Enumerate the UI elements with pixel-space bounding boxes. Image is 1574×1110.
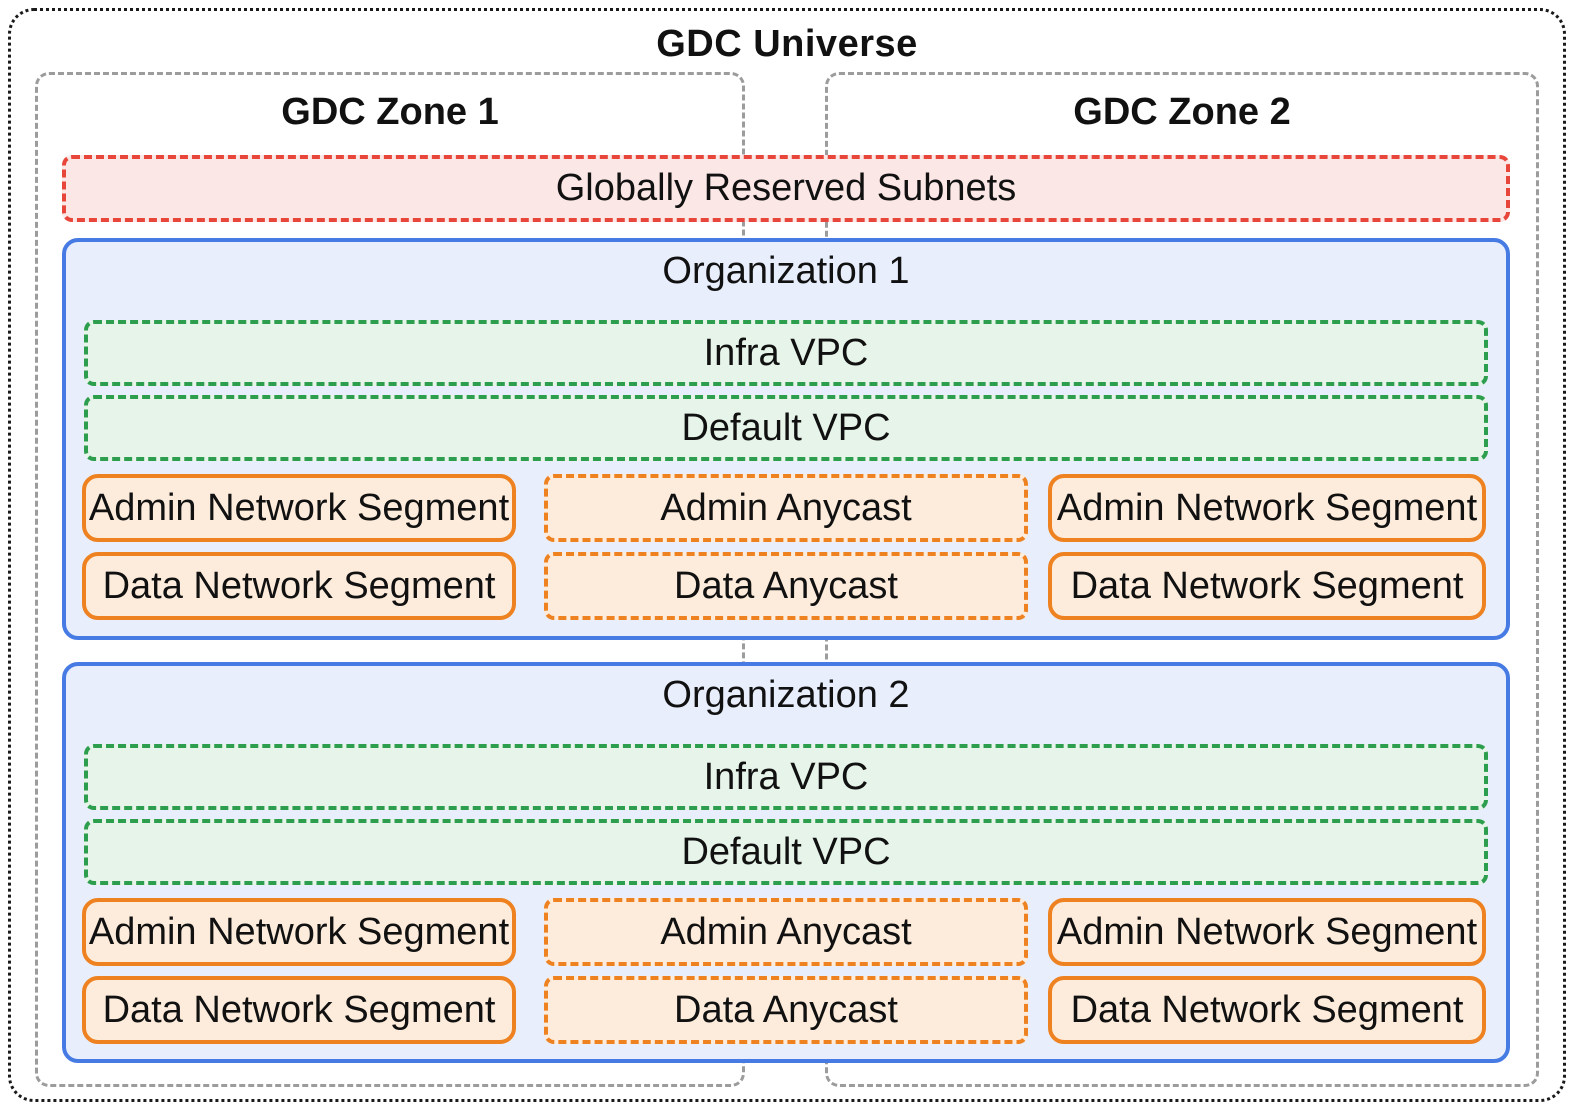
gdc-zone-1-title: GDC Zone 1	[281, 91, 499, 133]
org1-zone1-data-network-segment: Data Network Segment	[82, 552, 516, 620]
org2-zone1-admin-network-segment-label: Admin Network Segment	[88, 910, 510, 953]
org1-infra-vpc-label: Infra VPC	[703, 331, 869, 374]
org1-admin-anycast-label: Admin Anycast	[660, 486, 912, 529]
org1-zone2-admin-network-segment-label: Admin Network Segment	[1056, 486, 1478, 529]
org2-default-vpc-box: Default VPC	[84, 819, 1488, 885]
org2-admin-row: Admin Network Segment Admin Anycast Admi…	[66, 898, 1506, 966]
org1-admin-anycast: Admin Anycast	[544, 474, 1028, 542]
org1-zone1-data-network-segment-label: Data Network Segment	[102, 564, 496, 607]
org1-zone2-data-network-segment: Data Network Segment	[1048, 552, 1486, 620]
globally-reserved-subnets-label: Globally Reserved Subnets	[555, 167, 1017, 209]
globally-reserved-subnets-box: Globally Reserved Subnets	[62, 155, 1510, 222]
org1-data-row: Data Network Segment Data Anycast Data N…	[66, 552, 1506, 620]
org1-admin-row: Admin Network Segment Admin Anycast Admi…	[66, 474, 1506, 542]
gdc-zone-2-title: GDC Zone 2	[1073, 91, 1291, 133]
org2-admin-anycast: Admin Anycast	[544, 898, 1028, 966]
organization-1-box: Organization 1 Infra VPC Default VPC Adm…	[62, 238, 1510, 640]
org1-infra-vpc-box: Infra VPC	[84, 320, 1488, 386]
org2-zone1-data-network-segment-label: Data Network Segment	[102, 988, 496, 1031]
org2-admin-anycast-label: Admin Anycast	[660, 910, 912, 953]
org2-data-anycast-label: Data Anycast	[674, 988, 898, 1031]
org1-data-anycast-label: Data Anycast	[674, 564, 898, 607]
organization-2-title: Organization 2	[662, 674, 910, 716]
organization-1-title: Organization 1	[662, 250, 910, 292]
org1-default-vpc-label: Default VPC	[681, 406, 891, 449]
org2-infra-vpc-label: Infra VPC	[703, 755, 869, 798]
org1-zone1-admin-network-segment-label: Admin Network Segment	[88, 486, 510, 529]
org2-data-anycast: Data Anycast	[544, 976, 1028, 1044]
org2-data-row: Data Network Segment Data Anycast Data N…	[66, 976, 1506, 1044]
org2-zone1-admin-network-segment: Admin Network Segment	[82, 898, 516, 966]
org2-zone2-data-network-segment: Data Network Segment	[1048, 976, 1486, 1044]
org2-zone2-data-network-segment-label: Data Network Segment	[1070, 988, 1464, 1031]
org2-default-vpc-label: Default VPC	[681, 830, 891, 873]
org2-infra-vpc-box: Infra VPC	[84, 744, 1488, 810]
org1-zone2-data-network-segment-label: Data Network Segment	[1070, 564, 1464, 607]
org2-zone2-admin-network-segment-label: Admin Network Segment	[1056, 910, 1478, 953]
organization-2-box: Organization 2 Infra VPC Default VPC Adm…	[62, 662, 1510, 1063]
org1-data-anycast: Data Anycast	[544, 552, 1028, 620]
gdc-universe-frame: GDC Universe	[8, 8, 1566, 1102]
gdc-universe-title: GDC Universe	[656, 23, 918, 65]
org1-zone2-admin-network-segment: Admin Network Segment	[1048, 474, 1486, 542]
org2-zone2-admin-network-segment: Admin Network Segment	[1048, 898, 1486, 966]
org1-default-vpc-box: Default VPC	[84, 395, 1488, 461]
org2-zone1-data-network-segment: Data Network Segment	[82, 976, 516, 1044]
org1-zone1-admin-network-segment: Admin Network Segment	[82, 474, 516, 542]
